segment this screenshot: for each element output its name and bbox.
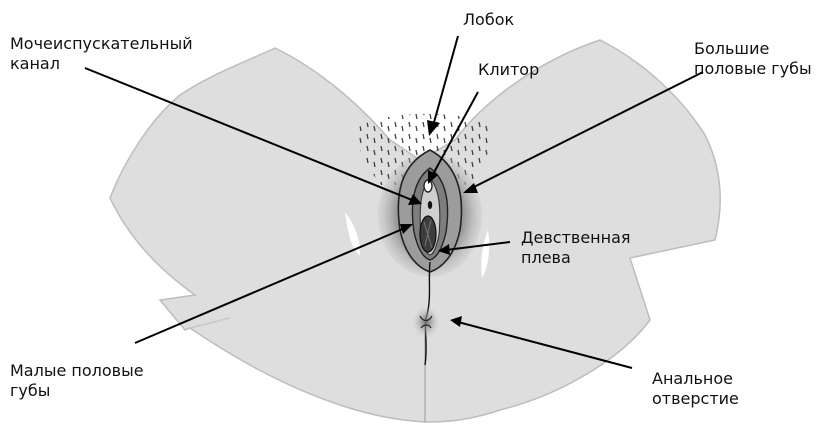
leader-pubis (433, 36, 458, 126)
label-urethra: Мочеиспускательный канал (10, 34, 193, 74)
label-clitoris: Клитор (478, 60, 539, 80)
label-labia-minora: Малые половые губы (10, 361, 144, 401)
label-anus: Анальное отверстие (652, 369, 739, 409)
label-labia-majora: Большие половые губы (694, 39, 812, 79)
label-hymen: Девственная плева (521, 228, 631, 268)
label-pubis: Лобок (463, 10, 514, 30)
